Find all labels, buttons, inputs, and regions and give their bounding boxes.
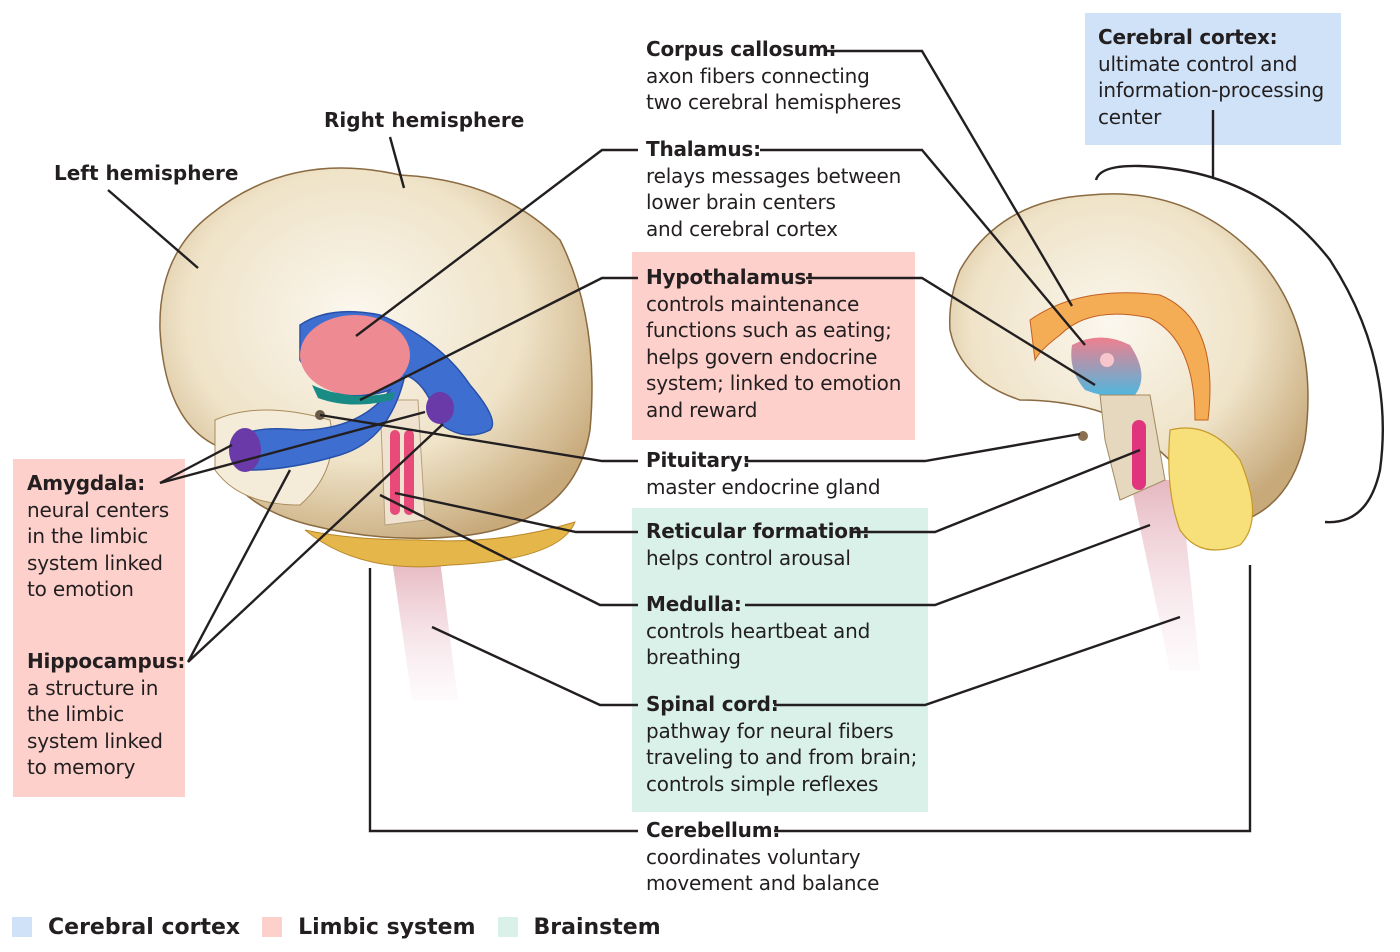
spinal-cord-title: Spinal cord: (646, 692, 779, 716)
medulla-title: Medulla: (646, 592, 742, 616)
hippocampus-title: Hippocampus: (27, 649, 186, 673)
leader-reticular-right (852, 448, 1141, 534)
legend-swatch-cortex (12, 917, 32, 937)
legend-item-cerebral-cortex: Cerebral cortex (12, 915, 240, 940)
left-spinal-cord (392, 560, 458, 700)
thalamus-label: Thalamus: relays messages between lower … (646, 137, 902, 241)
leader-left-hemisphere (107, 189, 199, 269)
leader-hypothalamus-right (806, 276, 1096, 387)
leader-hippocampus-2 (187, 423, 444, 663)
legend-swatch-limbic (262, 917, 283, 937)
pituitary-title: Pituitary: (646, 448, 751, 472)
left-hemisphere-label: Left hemisphere (54, 161, 239, 185)
right-corpus-callosum (1029, 292, 1211, 421)
hippocampus-label: Hippocampus: a structure in the limbic s… (27, 649, 186, 779)
leader-amygdala-1 (159, 443, 233, 485)
limbic-left-box (13, 459, 185, 797)
hypothalamus-label: Hypothalamus: controls maintenance funct… (646, 265, 902, 422)
leader-amygdala-2 (159, 410, 426, 485)
left-amygdala-1 (229, 428, 261, 472)
corpus-callosum-label: Corpus callosum: axon fibers connecting … (646, 37, 902, 114)
brainstem-box (632, 508, 928, 812)
left-thalamus (300, 315, 410, 395)
leader-hypothalamus-left (359, 276, 638, 402)
leader-pituitary-left (319, 413, 638, 463)
hypothalamus-title: Hypothalamus: (646, 265, 814, 289)
leader-lines (107, 49, 1385, 833)
leader-pituitary-right (745, 432, 1081, 463)
reticular-formation-label: Reticular formation: helps control arous… (646, 519, 870, 570)
legend: Cerebral cortex Limbic system Brainstem (12, 912, 683, 942)
right-hemisphere-label: Right hemisphere (324, 108, 525, 132)
leader-corpus-callosum (826, 49, 1074, 307)
cerebral-cortex-title: Cerebral cortex: (1098, 25, 1278, 49)
left-hypothalamus (312, 385, 395, 405)
corpus-callosum-title: Corpus callosum: (646, 37, 837, 61)
leader-medulla-left (379, 493, 638, 607)
left-brain (159, 167, 593, 700)
right-thalamus-dot (1100, 353, 1114, 367)
leader-spinal-right (774, 615, 1181, 707)
hypothalamus-box (632, 252, 915, 440)
left-reticular-formation-2 (404, 430, 414, 515)
right-reticular-formation (1132, 420, 1146, 490)
spinal-cord-label: Spinal cord: pathway for neural fibers t… (646, 692, 918, 796)
legend-item-brainstem: Brainstem (497, 915, 661, 940)
leader-cerebellum (368, 568, 638, 833)
leader-hippocampus-1 (186, 469, 292, 663)
amygdala-label: Amygdala: neural centers in the limbic s… (27, 471, 170, 601)
cerebral-cortex-bracket (1094, 164, 1385, 524)
leader-thalamus-right (760, 148, 1086, 346)
medulla-label: Medulla: controls heartbeat and breathin… (646, 592, 871, 669)
leader-thalamus-left (355, 148, 638, 337)
right-pituitary (1078, 431, 1088, 441)
cerebral-cortex-label: Cerebral cortex: ultimate control and in… (1098, 25, 1325, 129)
leader-right-hemisphere (388, 136, 406, 189)
right-brain (948, 193, 1309, 670)
amygdala-title: Amygdala: (27, 471, 146, 495)
left-amygdala-2 (426, 392, 454, 424)
pituitary-label: Pituitary: master endocrine gland (646, 448, 881, 499)
right-cerebellum (1168, 427, 1254, 551)
leader-reticular-left (394, 491, 638, 534)
thalamus-title: Thalamus: (646, 137, 761, 161)
leader-cerebellum-right (774, 565, 1252, 833)
leader-medulla-right (745, 523, 1151, 607)
left-cerebellum (304, 521, 576, 568)
legend-swatch-brainstem (497, 917, 518, 937)
legend-item-limbic-system: Limbic system (262, 915, 476, 940)
leader-spinal-left (431, 625, 638, 707)
reticular-formation-title: Reticular formation: (646, 519, 870, 543)
cerebellum-label: Cerebellum: coordinates voluntary moveme… (646, 818, 880, 895)
cerebellum-title: Cerebellum: (646, 818, 781, 842)
